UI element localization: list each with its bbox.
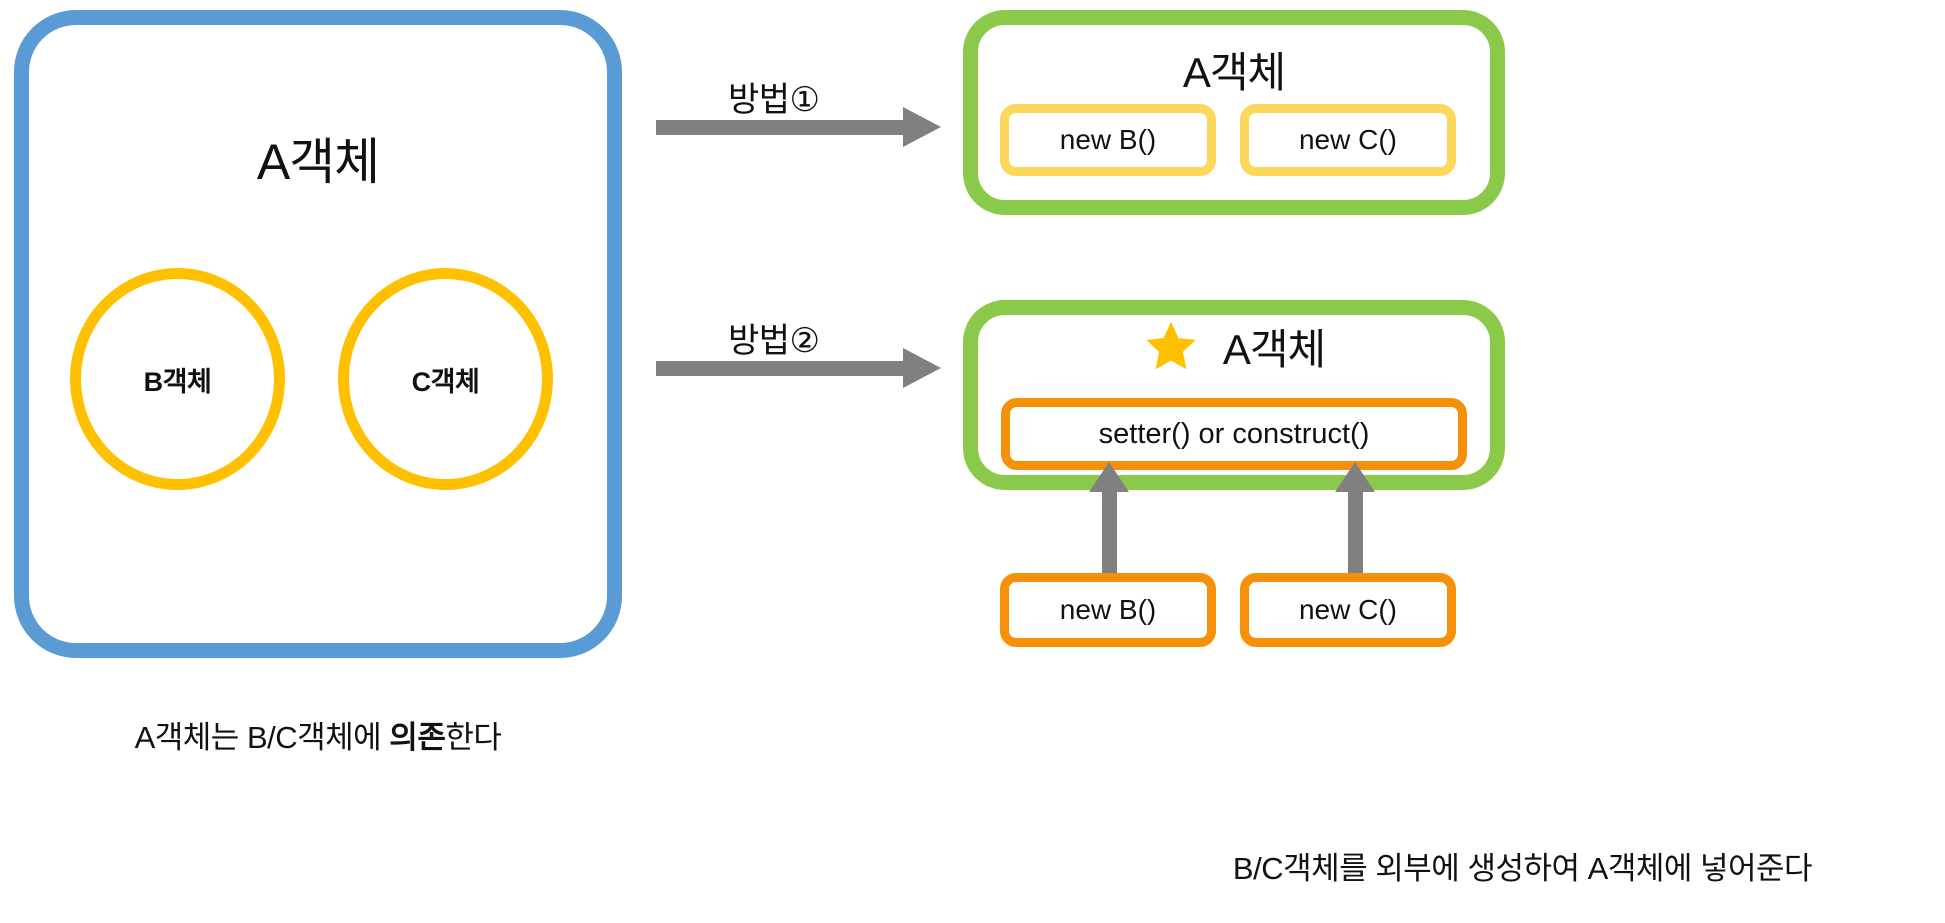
left-caption-emphasis: 의존 xyxy=(389,720,446,755)
external-new-c-box: new C() xyxy=(1240,573,1456,647)
b-object-oval: B객체 xyxy=(70,268,285,490)
method-one-new-c-box: new C() xyxy=(1240,104,1456,176)
c-object-label: C객체 xyxy=(411,366,480,397)
inject-b-up-arrow-icon xyxy=(1089,462,1129,582)
method-two-header: A객체 xyxy=(963,315,1505,377)
arrow-head xyxy=(1335,462,1375,492)
arrow-shaft xyxy=(656,361,906,376)
method-one-title: A객체 xyxy=(1182,49,1286,96)
inject-c-up-arrow-icon xyxy=(1335,462,1375,582)
left-caption-prefix: A객체는 B/C객체에 xyxy=(134,720,390,755)
method-two-title: A객체 xyxy=(1222,325,1326,373)
c-object-oval: C객체 xyxy=(338,268,553,490)
blue-container-title: A객체 xyxy=(256,134,380,190)
arrow-shaft xyxy=(1348,488,1363,582)
method-one-new-b-box: new B() xyxy=(1000,104,1216,176)
method-one-arrow-label: 방법① xyxy=(728,81,820,119)
arrow-shaft xyxy=(1102,488,1117,582)
arrow-head xyxy=(1089,462,1129,492)
method-one-arrow-icon xyxy=(656,107,941,147)
arrow-head xyxy=(903,348,941,388)
right-caption: B/C객체를 외부에 생성하여 A객체에 넣어준다 xyxy=(1232,851,1813,886)
arrow-head xyxy=(903,107,941,147)
left-caption-suffix: 한다 xyxy=(445,720,502,755)
method-two-arrow-label: 방법② xyxy=(728,322,820,360)
method-two-arrow-icon xyxy=(656,348,941,388)
external-new-b-box: new B() xyxy=(1000,573,1216,647)
arrow-shaft xyxy=(656,120,906,135)
star-icon xyxy=(1143,318,1199,374)
injector-box: setter() or construct() xyxy=(1001,398,1467,470)
b-object-label: B객체 xyxy=(143,366,212,397)
left-caption: A객체는 B/C객체에 의존한다 xyxy=(14,712,622,757)
